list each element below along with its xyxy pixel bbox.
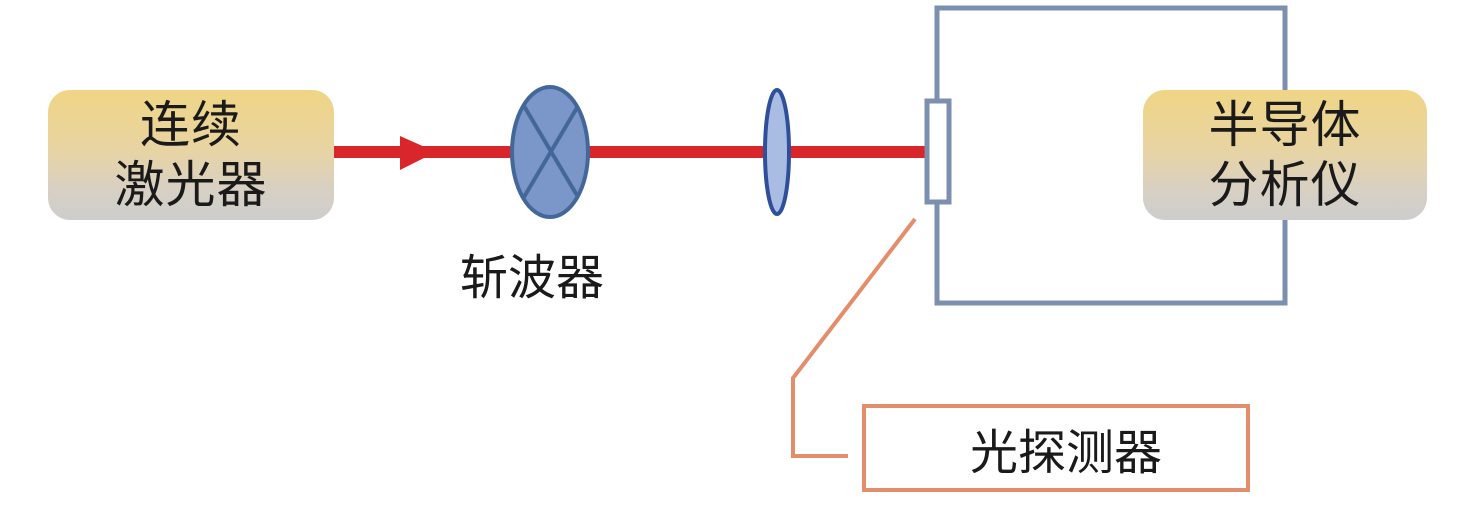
chopper-label: 斩波器 [460,250,605,306]
lens [763,88,791,216]
chopper [510,85,590,219]
circuit-wire [934,5,1288,306]
photodetector-element [924,98,952,205]
beam-arrow-icon [400,136,436,170]
laser-box: 连续 激光器 [48,90,334,220]
detector-leader-line [791,217,917,458]
chopper-cross-line [522,104,580,199]
detector-label-box: 光探测器 [862,404,1250,492]
laser-beam [334,136,928,170]
analyzer-label-line1: 半导体 [1208,96,1362,154]
laser-label-line2: 激光器 [114,156,268,214]
analyzer-box: 半导体 分析仪 [1143,90,1427,220]
detector-label: 光探测器 [969,425,1162,481]
analyzer-label-line2: 分析仪 [1208,156,1362,214]
circuit-wire-path-bottom [934,203,1288,306]
laser-label-line1: 连续 [140,96,242,154]
circuit-wire-path [934,5,1288,100]
